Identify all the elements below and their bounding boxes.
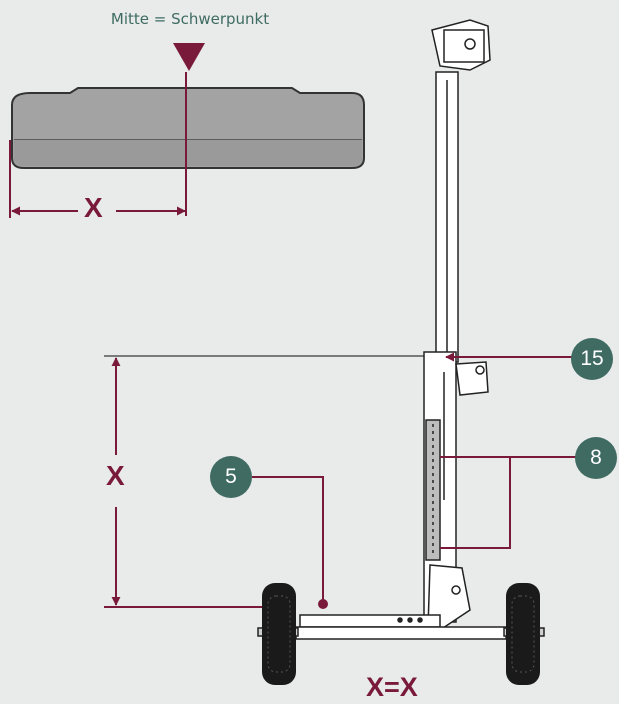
callout-15-number: 15 bbox=[580, 347, 604, 370]
wheel-right bbox=[506, 583, 540, 685]
leader-5 bbox=[252, 476, 328, 609]
callout-5-number: 5 bbox=[225, 465, 237, 488]
top-dimension bbox=[9, 140, 186, 218]
leader-8 bbox=[440, 456, 576, 549]
equality-label: X=X bbox=[366, 672, 418, 702]
side-dimension bbox=[104, 355, 438, 608]
load-box bbox=[11, 87, 365, 169]
center-of-gravity-marker bbox=[173, 43, 205, 71]
callout-8: 8 bbox=[575, 437, 617, 479]
dimension-label-top: X bbox=[84, 192, 103, 223]
cart-base bbox=[257, 614, 545, 640]
callout-5: 5 bbox=[210, 456, 252, 498]
cart-mast bbox=[423, 19, 491, 631]
callout-8-number: 8 bbox=[590, 446, 602, 469]
callout-15: 15 bbox=[571, 338, 613, 380]
dimension-label-side: X bbox=[106, 460, 125, 491]
wheel-left bbox=[262, 583, 296, 685]
center-of-gravity-caption: Mitte = Schwerpunkt bbox=[110, 10, 270, 28]
